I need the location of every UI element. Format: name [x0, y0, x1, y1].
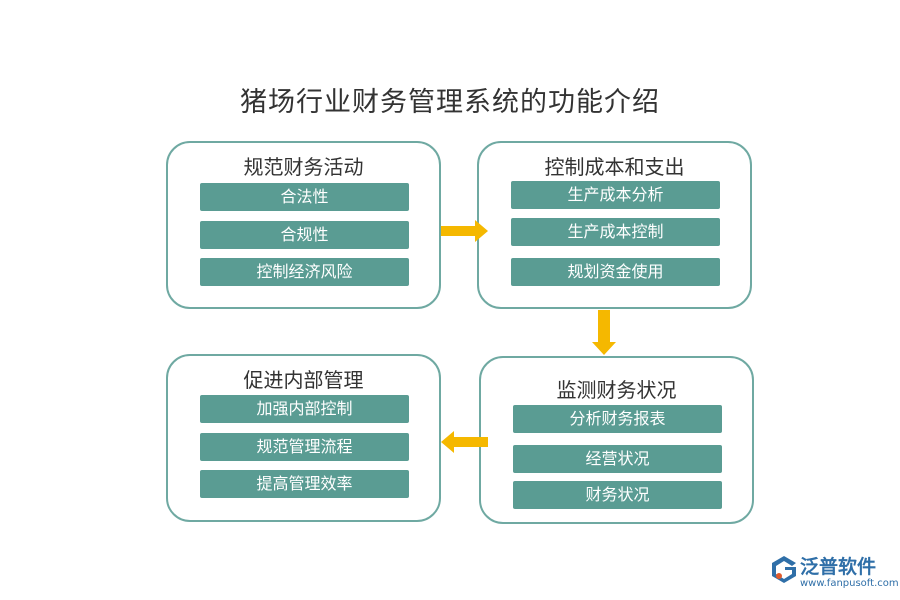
item-legality: 合法性 — [200, 183, 409, 211]
diagram-title: 猪场行业财务管理系统的功能介绍 — [240, 87, 660, 118]
box-title: 控制成本和支出 — [544, 155, 685, 179]
arrow-left-icon — [441, 431, 488, 453]
item-operating-status: 经营状况 — [513, 445, 722, 473]
item-control-economic-risk: 控制经济风险 — [200, 258, 409, 286]
box-title: 监测财务状况 — [556, 378, 677, 402]
brand-url: www.fanpusoft.com — [800, 578, 899, 589]
item-fund-usage-planning: 规划资金使用 — [511, 258, 720, 286]
brand-mark-icon — [772, 556, 796, 583]
item-production-cost-control: 生产成本控制 — [511, 218, 720, 246]
item-strengthen-internal-control: 加强内部控制 — [200, 395, 409, 423]
arrow-right-icon — [441, 220, 488, 242]
item-production-cost-analysis: 生产成本分析 — [511, 181, 720, 209]
box-monitor-financial-status: 监测财务状况 分析财务报表 经营状况 财务状况 — [479, 356, 754, 524]
item-improve-management-efficiency: 提高管理效率 — [200, 470, 409, 498]
brand-logo: 泛普软件 www.fanpusoft.com — [770, 552, 899, 592]
brand-name: 泛普软件 — [800, 556, 877, 578]
box-control-cost-and-expenditure: 控制成本和支出 生产成本分析 生产成本控制 规划资金使用 — [477, 141, 752, 309]
arrow-down-icon — [592, 310, 616, 355]
box-promote-internal-management: 促进内部管理 加强内部控制 规范管理流程 提高管理效率 — [166, 354, 441, 522]
item-compliance: 合规性 — [200, 221, 409, 249]
box-regulate-financial-activities: 规范财务活动 合法性 合规性 控制经济风险 — [166, 141, 441, 309]
box-title: 规范财务活动 — [243, 155, 364, 179]
item-financial-status: 财务状况 — [513, 481, 722, 509]
box-title: 促进内部管理 — [243, 368, 364, 392]
item-standardize-management-process: 规范管理流程 — [200, 433, 409, 461]
item-analyze-financial-statements: 分析财务报表 — [513, 405, 722, 433]
